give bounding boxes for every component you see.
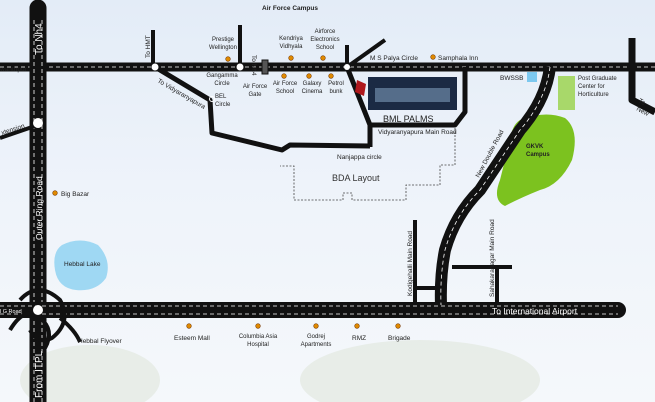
- rmz-label: RMZ: [352, 335, 366, 342]
- big-bazar-label: Big Bazar: [61, 191, 90, 198]
- to-nh4-road-label: To Nh4: [34, 23, 45, 55]
- bml-palms-buildings: [375, 88, 450, 102]
- poi-icon: [255, 323, 261, 329]
- poi-icon: [225, 56, 231, 62]
- poi-icon: [430, 54, 436, 60]
- to-hmt-label: To HMT: [145, 35, 152, 58]
- bda-layout-label: BDA Layout: [332, 173, 380, 183]
- junction-markers: [33, 63, 350, 315]
- poi-icon: [395, 323, 401, 329]
- brigade-label: Brigade: [388, 335, 411, 342]
- site-location-marker[interactable]: [355, 80, 366, 96]
- from-itpl-label: From ITPL: [34, 350, 45, 398]
- gangamma-circle-label: Gangamma Circle: [206, 73, 238, 87]
- bml-palms-label: BML PALMS: [383, 114, 434, 124]
- poi-icon: [320, 55, 326, 61]
- esteem-mall-label: Esteem Mall: [174, 335, 210, 342]
- poi-icon: [306, 73, 312, 79]
- nanjappa-circle-label: Nanjappa circle: [337, 154, 382, 161]
- bwssb-marker: [527, 72, 537, 82]
- poi-markers: [52, 54, 436, 329]
- gkvk-campus-label: GKVK Campus: [526, 144, 550, 158]
- galaxy-cinema-label: Galaxy Cinema: [301, 81, 323, 95]
- post-graduate-label: Post Graduate Center for Horticulture: [578, 76, 617, 98]
- right-edge-label-1: To: [637, 98, 647, 108]
- petrol-bunk-label: Petrol bunk: [328, 81, 344, 95]
- to-international-airport-label: To International Airport: [492, 306, 578, 316]
- palm-tree-background: [20, 345, 160, 402]
- poi-icon: [186, 323, 192, 329]
- hebbal-lake: [54, 240, 108, 291]
- palm-tree-background: [300, 340, 540, 402]
- columbia-asia-hospital-label: Columbia Asia Hospital: [238, 334, 278, 348]
- kodigehalli-main-road-label: Kodigehalli Main Road: [407, 231, 414, 296]
- prestige-wellington-label: Prestige Wellington: [209, 37, 237, 51]
- post-graduate-area: [558, 76, 575, 110]
- poi-icon: [281, 73, 287, 79]
- poi-icon: [288, 55, 294, 61]
- yeshwanthpur-label: wanthpur: [0, 66, 28, 73]
- godrej-apartments-label: Godrej Apartments: [300, 334, 332, 348]
- air-force-gate-icon: [261, 59, 269, 75]
- ms-palya-circle-label: M S Palya Circle: [370, 55, 418, 62]
- poi-icon: [354, 323, 360, 329]
- air-force-campus-label: Air Force Campus: [262, 5, 318, 12]
- kendriya-vidhyala-label: Kendriya Vidhyala: [279, 36, 303, 50]
- sahakaranagar-main-road-label: Sahakaranagar Main Road: [489, 219, 496, 297]
- poi-icon: [328, 73, 334, 79]
- outer-ring-road-label: Outer Ring Road: [34, 176, 44, 240]
- vidyaranyapura-main-road-label: Vidyaranyapura Main Road: [378, 129, 457, 136]
- air-force-gate-label: Air Force Gate: [242, 84, 268, 98]
- bwssb-label: BWSSB: [500, 75, 523, 82]
- hebbal-flyover-label: Hebbal Flyover: [78, 338, 123, 345]
- air-force-school-label: Air Force School: [272, 81, 298, 95]
- bg-road-label: l G Road: [0, 309, 22, 315]
- bel-circle-label: BEL Circle: [215, 94, 231, 108]
- bda-layout-boundary: [280, 128, 456, 201]
- hebbal-lake-label: Hebbal Lake: [64, 261, 101, 268]
- to-nh4-top-label: To Nh4: [250, 55, 257, 76]
- airforce-electronics-school-label: Airforce Electronics School: [310, 29, 340, 51]
- samphala-inn-label: Samphala Inn: [438, 55, 478, 62]
- poi-icon: [313, 323, 319, 329]
- poi-icon: [52, 190, 58, 196]
